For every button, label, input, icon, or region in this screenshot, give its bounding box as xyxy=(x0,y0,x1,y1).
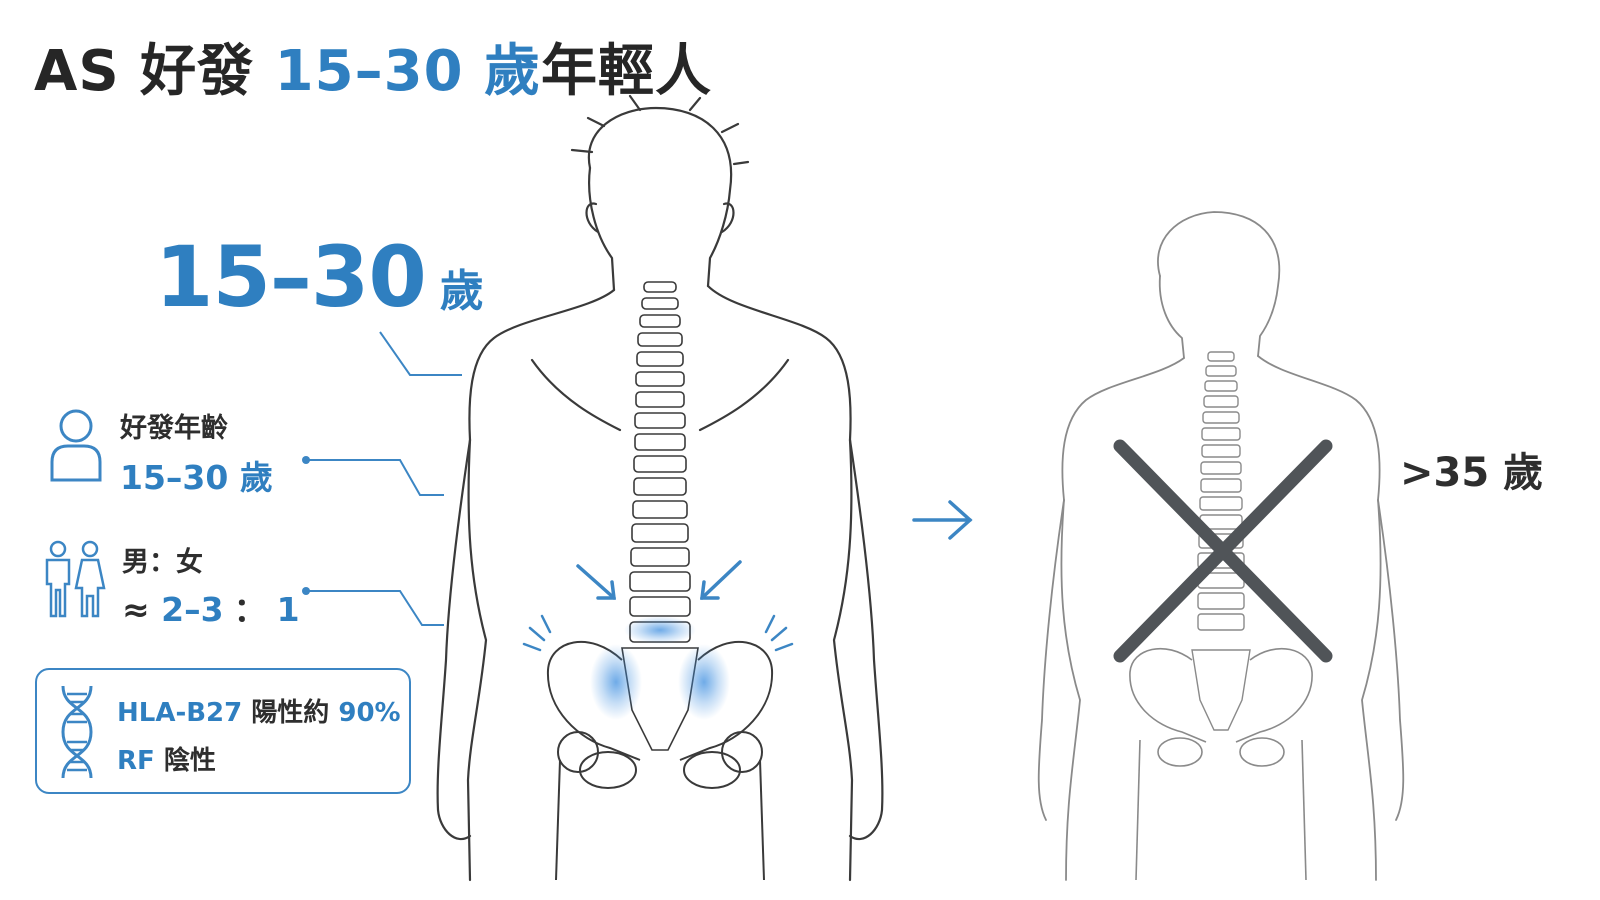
young-figure xyxy=(436,94,884,882)
older-figure xyxy=(1037,211,1405,881)
hla-b27-text: 陽性約 xyxy=(242,698,339,728)
hla-b27-label: HLA-B27 xyxy=(117,698,243,728)
leader-line-age xyxy=(306,459,444,496)
sex-ratio-label: 男：女 xyxy=(122,547,203,578)
leader-dot-age xyxy=(302,456,310,464)
person-icon xyxy=(48,406,104,488)
age-block: 好發年齡 15–30 歲 xyxy=(120,406,273,499)
big-age-unit: 歲 xyxy=(439,266,484,317)
gene-info-box: HLA-B27 陽性約 90% RF 陰性 xyxy=(35,668,411,794)
big-age-number: 15–30 xyxy=(155,228,427,326)
approx-sign: ≈ xyxy=(122,590,162,629)
male-female-icon xyxy=(42,540,108,624)
gene-line-rf: RF 陰性 xyxy=(117,740,216,777)
age-value: 15–30 歲 xyxy=(120,458,273,497)
leader-dot-sex-ratio xyxy=(302,587,310,595)
arrow-right-icon xyxy=(912,500,973,540)
age-label: 好發年齡 xyxy=(120,413,228,444)
ratio-male: 2–3 xyxy=(161,590,224,629)
young-pelvis xyxy=(546,641,774,881)
hla-b27-percent: 90% xyxy=(338,698,401,728)
leader-line-sex-ratio xyxy=(306,590,444,626)
rf-text: 陰性 xyxy=(154,746,216,776)
sex-ratio-block: 男：女 ≈ 2–3：1 xyxy=(122,540,300,631)
title-suffix: 年輕人 xyxy=(541,39,713,104)
older-age-label: >35 歲 xyxy=(1400,450,1544,496)
inflammation-glow xyxy=(590,616,730,720)
gene-line-hla: HLA-B27 陽性約 90% xyxy=(117,692,401,729)
ratio-female: 1 xyxy=(276,590,300,629)
ratio-colon: ： xyxy=(233,590,267,629)
title-prefix: AS 好發 xyxy=(34,39,275,104)
cross-icon xyxy=(1113,439,1333,663)
page-title: AS 好發 15–30 歲年輕人 xyxy=(34,26,712,107)
leader-lines xyxy=(306,331,462,626)
title-highlight: 15–30 歲 xyxy=(274,39,542,104)
pain-marks xyxy=(522,614,794,652)
leader-line-big-age xyxy=(379,331,462,376)
rf-label: RF xyxy=(117,746,155,776)
dna-icon xyxy=(57,684,97,784)
older-pelvis xyxy=(1129,647,1313,881)
pointer-arrows xyxy=(576,560,742,600)
